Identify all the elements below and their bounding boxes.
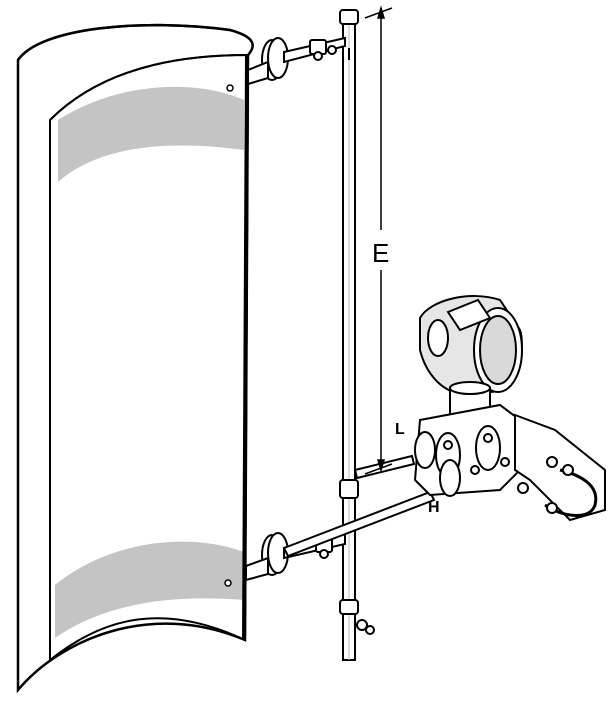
tank-right-edge (242, 55, 249, 641)
high-side-label: H (428, 499, 440, 516)
tank-cut-edge (49, 54, 249, 121)
transmitter (413, 295, 523, 497)
mounting-bracket (514, 413, 606, 522)
support-pipe (339, 9, 359, 661)
pipe-clamp-middle (339, 479, 359, 499)
low-side-label: L (395, 421, 405, 438)
transmitter-left-cap (427, 319, 449, 357)
tank-lower-shade (55, 541, 244, 638)
dimension-e-label: E (372, 238, 389, 268)
tank-top-lip (16, 23, 231, 61)
bracket-plate (514, 413, 606, 522)
low-side-flange (414, 431, 436, 469)
u-bolt (544, 468, 598, 517)
transmitter-terminal-box (446, 298, 492, 332)
pipe-clamp-bottom (339, 599, 359, 615)
lower-tap-dot (224, 579, 232, 587)
tank (16, 23, 254, 694)
tank-upper-shade (58, 86, 244, 182)
upper-tap-dot (226, 84, 234, 92)
high-side-flange (439, 459, 461, 497)
dimension-e (364, 5, 393, 475)
lower-connection (245, 490, 436, 582)
bottom-clamp-bolt (356, 619, 375, 635)
pipe-clamp-top (339, 9, 359, 25)
upper-connection (247, 36, 346, 86)
